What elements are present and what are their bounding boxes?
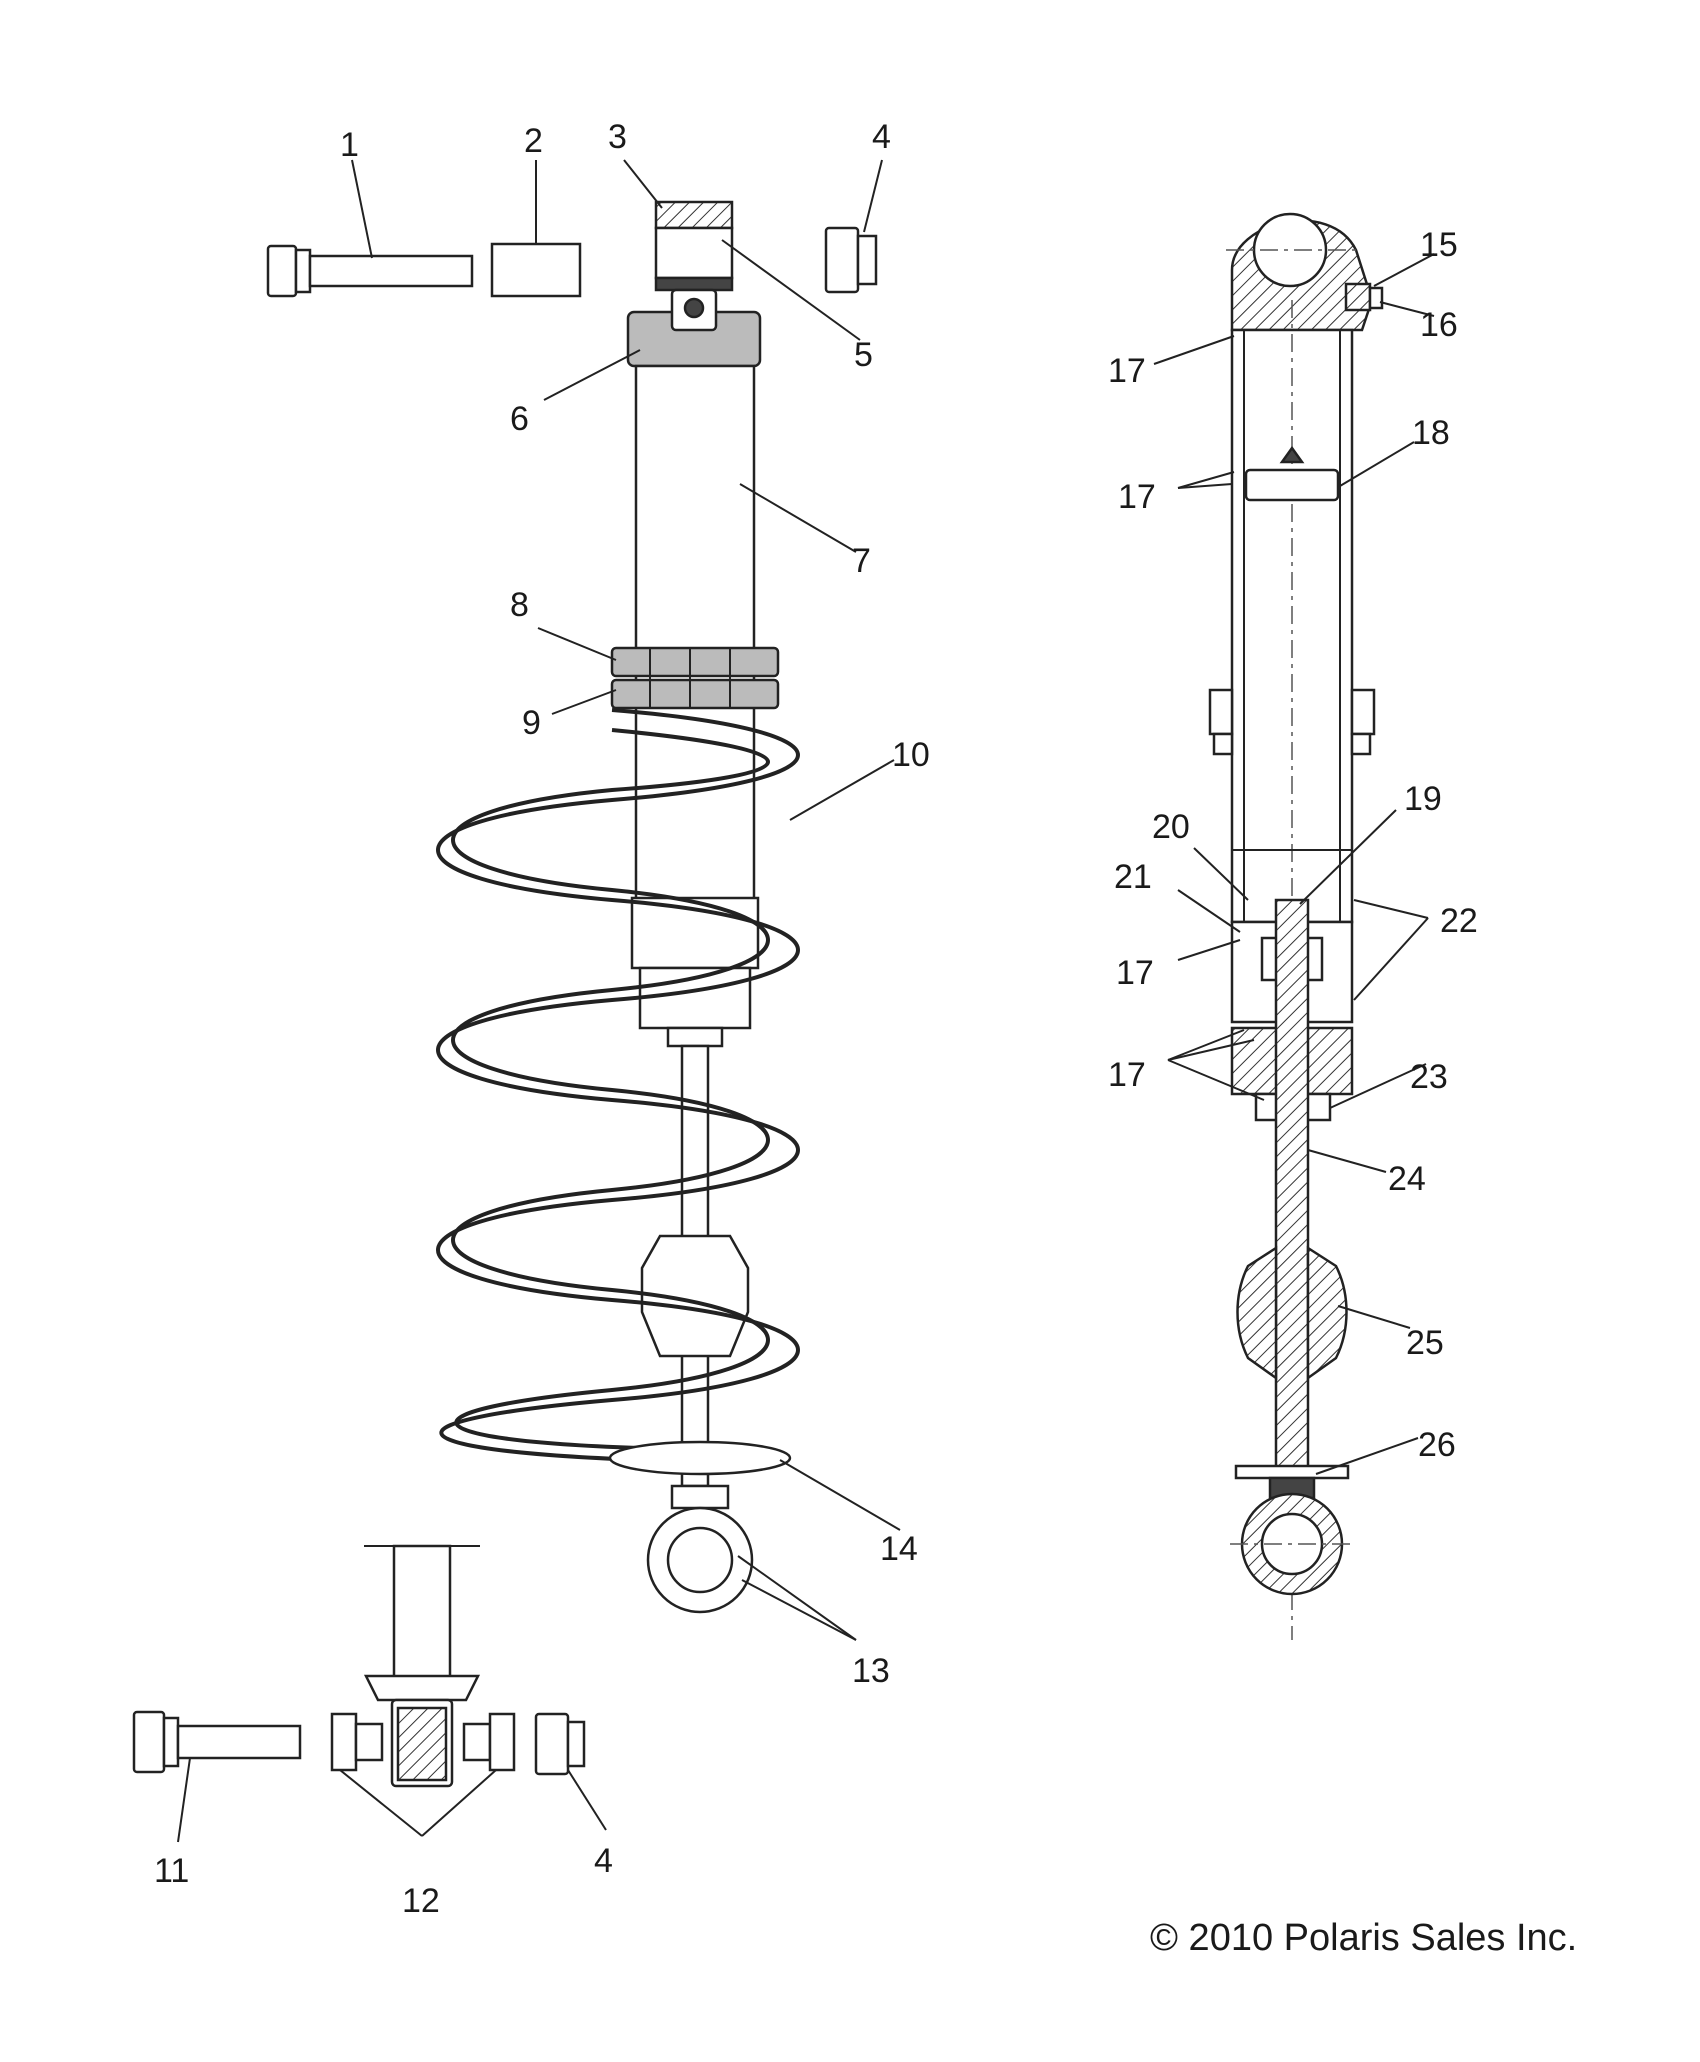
bolt-part-1: [266, 244, 474, 298]
callout-26: 26: [1418, 1426, 1456, 1464]
callout-labels: 1 2 3 4 5 6 7 8 9 10 11 12 13 14 15 16 1…: [154, 118, 1478, 1920]
leader-lines: [177, 159, 1435, 1843]
bushing-part-2: [490, 242, 582, 298]
shock-section-view: [1208, 212, 1384, 1640]
callout-9: 9: [522, 704, 541, 742]
callout-4-bottom: 4: [594, 1842, 613, 1880]
callout-17-c: 17: [1116, 954, 1154, 992]
nut-part-4-top: [824, 226, 878, 294]
callout-15: 15: [1420, 226, 1458, 264]
callout-2: 2: [524, 122, 543, 160]
callout-11: 11: [154, 1852, 189, 1890]
callout-25: 25: [1406, 1324, 1444, 1362]
callout-18: 18: [1412, 414, 1450, 452]
copyright-text: © 2010 Polaris Sales Inc.: [1150, 1917, 1577, 1959]
callout-3: 3: [608, 118, 627, 156]
callout-4-top: 4: [872, 118, 891, 156]
callout-8: 8: [510, 586, 529, 624]
callout-13: 13: [852, 1652, 890, 1690]
callout-10: 10: [892, 736, 930, 774]
callout-22: 22: [1440, 902, 1478, 940]
assembled-shock: [436, 200, 800, 1614]
callout-14: 14: [880, 1530, 918, 1568]
lower-mount-assembly: [132, 1544, 586, 1788]
callout-20: 20: [1152, 808, 1190, 846]
callout-24: 24: [1388, 1160, 1426, 1198]
callout-17-b: 17: [1118, 478, 1156, 516]
callout-1: 1: [340, 126, 359, 164]
callout-5: 5: [854, 336, 873, 374]
callout-6: 6: [510, 400, 529, 438]
callout-12: 12: [402, 1882, 440, 1920]
callout-17-a: 17: [1108, 352, 1146, 390]
callout-23: 23: [1410, 1058, 1448, 1096]
callout-16: 16: [1420, 306, 1458, 344]
callout-17-d: 17: [1108, 1056, 1146, 1094]
callout-7: 7: [852, 542, 871, 580]
callout-21: 21: [1114, 858, 1152, 896]
callout-19: 19: [1404, 780, 1442, 818]
